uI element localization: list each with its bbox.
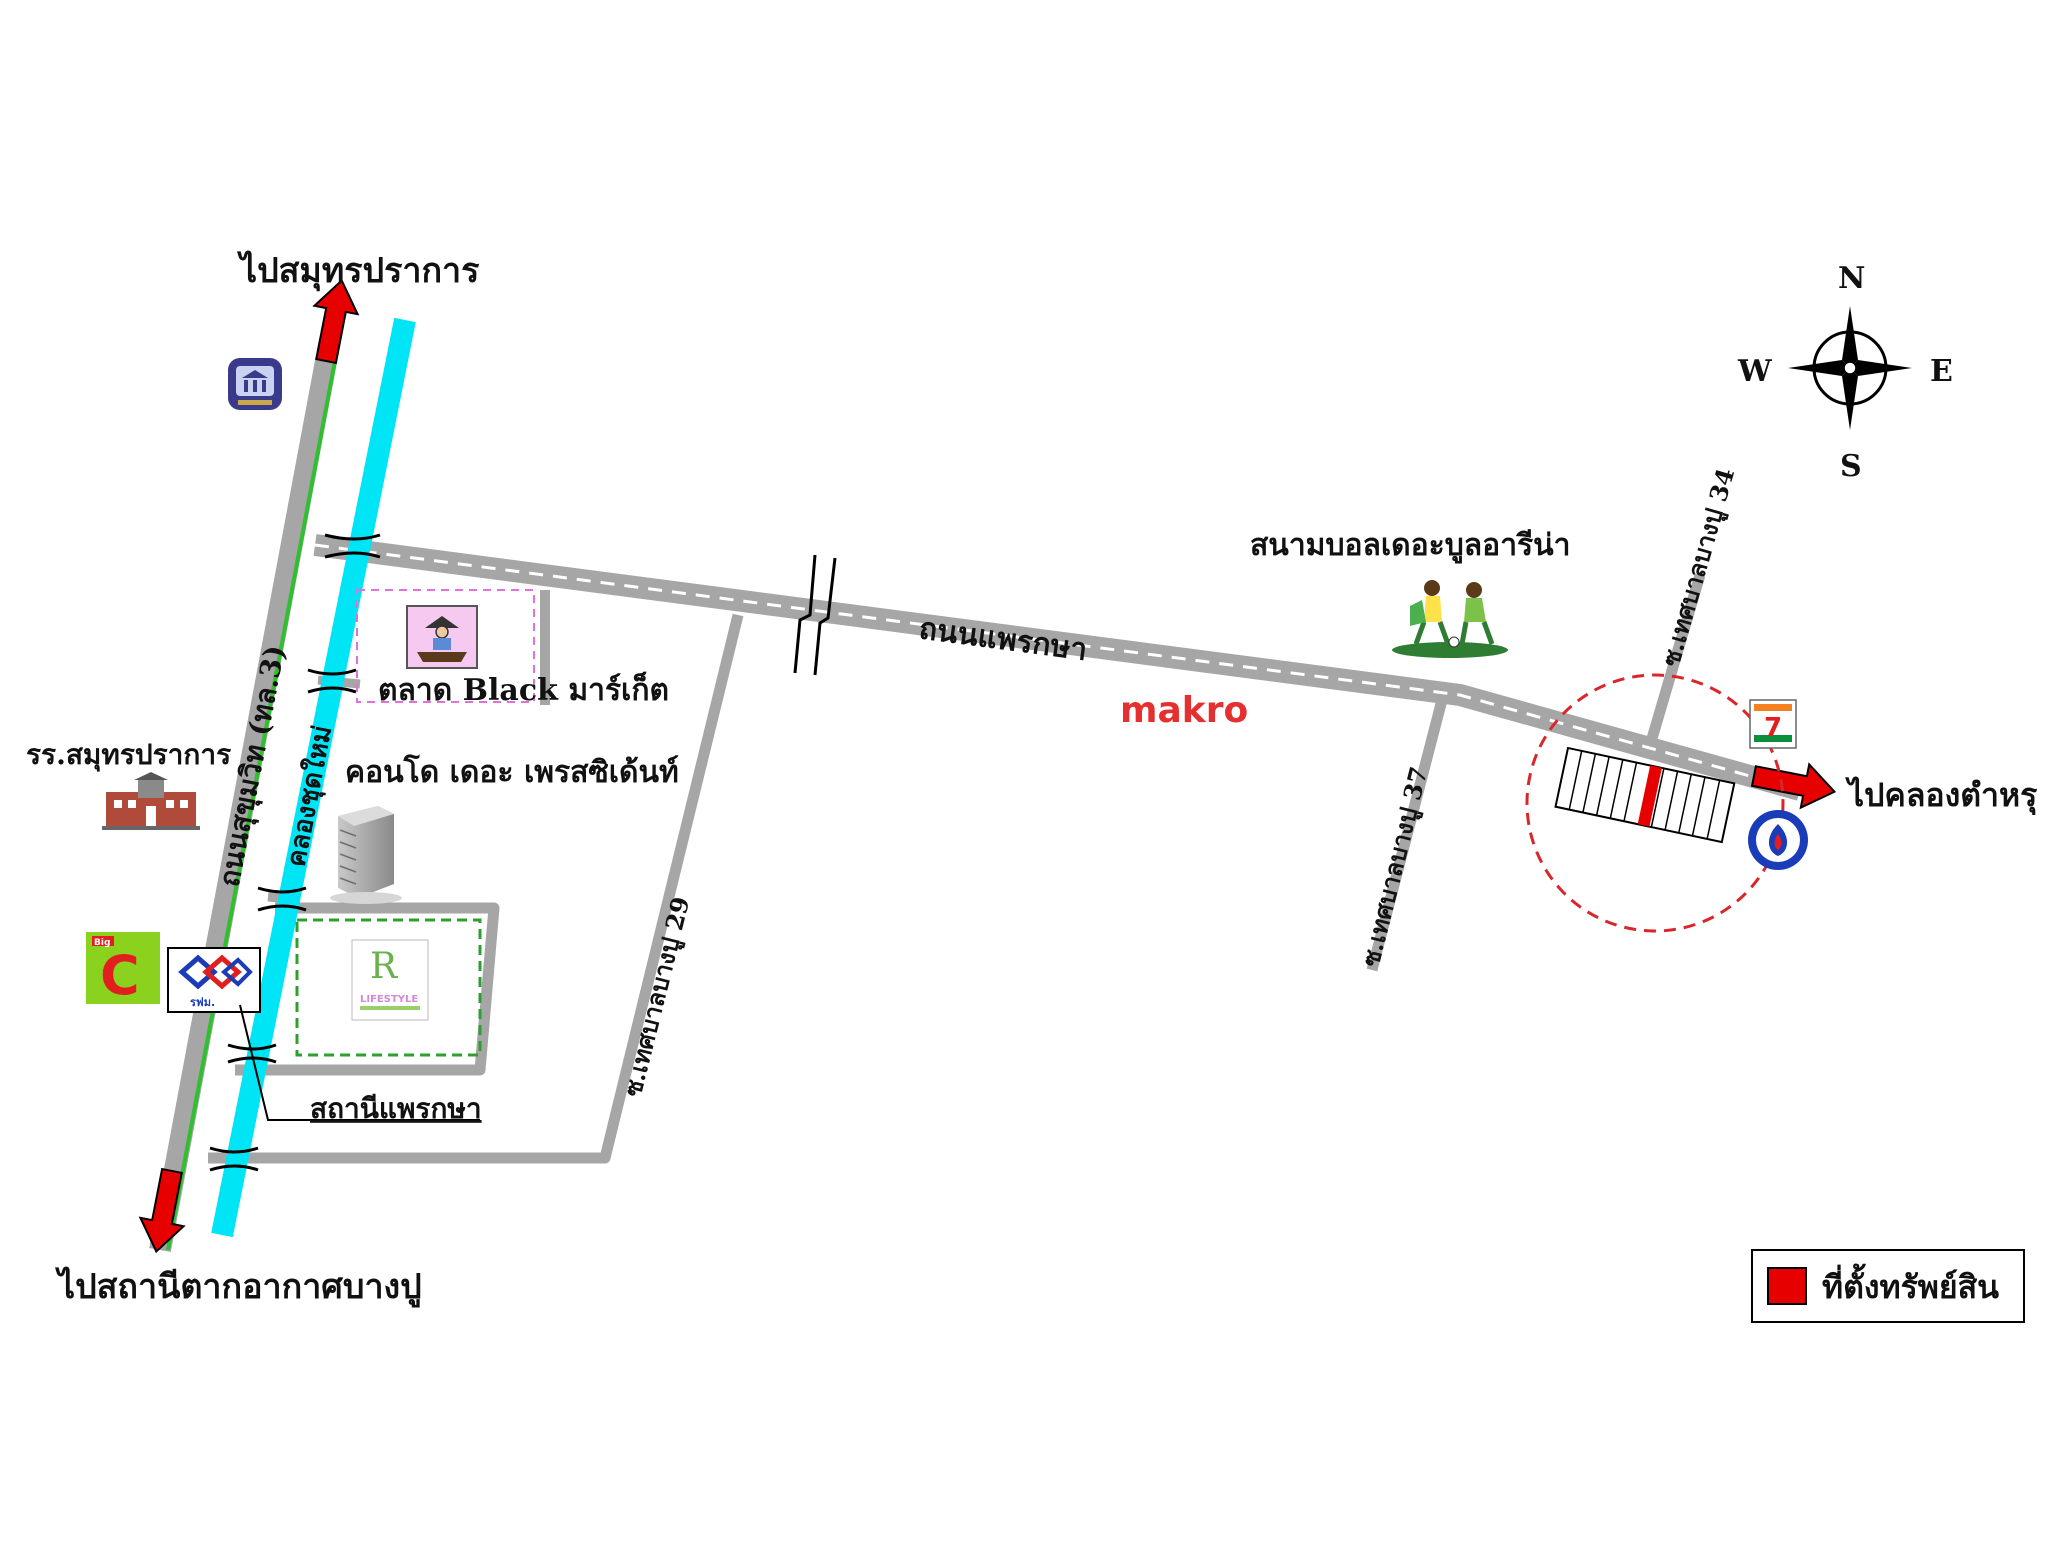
station-pointer-line <box>239 1004 480 1121</box>
arrow-south <box>138 1167 186 1254</box>
lifestyle-r-letter: R <box>370 946 398 987</box>
canal-label: คลองชุดใหม่ <box>280 723 339 870</box>
road-break-symbol <box>793 554 837 676</box>
arrow-north <box>312 278 360 365</box>
lifestyle-mall-icon: R LIFESTYLE <box>351 939 429 1021</box>
bank-icon <box>228 358 282 410</box>
market-area <box>356 589 535 703</box>
lifestyle-logo-text: LIFESTYLE <box>360 994 418 1005</box>
legend-property-label: ที่ตั้งทรัพย์สิน <box>1822 1263 1999 1306</box>
market-vendor-icon <box>406 605 478 669</box>
sukhumvit-road <box>149 337 341 1253</box>
mrt-logo-text: รฟม. <box>190 996 215 1009</box>
legend-property-swatch <box>1767 1267 1807 1305</box>
arrow-east <box>1750 762 1837 810</box>
school-building-icon <box>102 772 200 830</box>
legend-box: ที่ตั้งทรัพย์สิน <box>1751 1249 2025 1323</box>
praeksa-road-label: ถนนแพรกษา <box>917 611 1089 668</box>
soi-29-road <box>208 613 744 1164</box>
seven-eleven-icon: 7 <box>1749 699 1797 749</box>
bigc-small-text: Big <box>94 938 110 948</box>
soi-34-label: ซ.เทศบาลบางปู 34 <box>1656 465 1741 670</box>
market-label: ตลาด Black มาร์เก็ต <box>378 671 669 708</box>
bigc-letter: C <box>100 944 140 1007</box>
soi-34-road <box>1645 573 1706 744</box>
station-label: สถานีแพรกษา <box>310 1092 482 1125</box>
compass-rose-icon <box>1788 306 1912 430</box>
property-highlight-circle <box>1525 673 1785 933</box>
rail-line <box>166 344 340 1251</box>
direction-east-label: ไปคลองตำหรุ <box>1845 776 2037 816</box>
soi-37-label: ซ.เทศบาลบางปู 37 <box>1356 764 1435 970</box>
compass-south: S <box>1840 449 1862 484</box>
compass-north: N <box>1838 261 1865 296</box>
condo-building-icon <box>330 806 402 904</box>
football-players-icon <box>1392 580 1508 658</box>
property-block <box>1554 746 1736 844</box>
direction-north-label: ไปสมุทรปราการ <box>237 250 480 292</box>
bigc-logo-icon: Big C <box>86 932 160 1007</box>
lifestyle-block-road <box>235 902 500 1076</box>
soi-37-road <box>1366 698 1448 972</box>
seven-eleven-text: 7 <box>1764 713 1782 743</box>
school-label: รร.สมุทรปราการ <box>26 738 231 772</box>
lifestyle-area <box>295 918 482 1057</box>
condo-label: คอนโด เดอะ เพรสซิเด้นท์ <box>345 753 679 790</box>
praeksa-centerline <box>314 543 1801 792</box>
gas-station-icon <box>1748 810 1808 870</box>
mrt-logo-icon: รฟม. <box>167 947 261 1013</box>
compass-west: W <box>1737 354 1773 389</box>
direction-south-label: ไปสถานีตากอากาศบางปู <box>55 1266 422 1308</box>
compass-east: E <box>1930 354 1953 389</box>
bridge-marks <box>209 533 381 1172</box>
stadium-label: สนามบอลเดอะบูลอารีน่า <box>1250 528 1571 564</box>
property-marker <box>1637 765 1662 827</box>
canal <box>211 317 416 1238</box>
makro-label: makro <box>1120 690 1248 731</box>
